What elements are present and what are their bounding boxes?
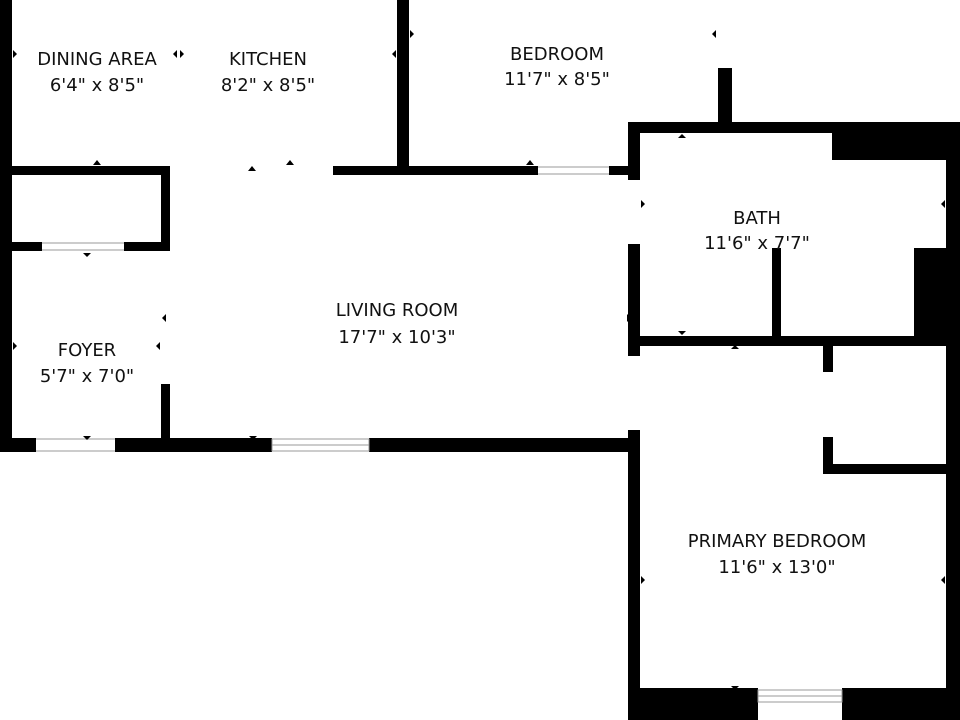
windows: [36, 166, 843, 703]
tick-primary-left: [641, 576, 645, 584]
wall-bottom-middle: [115, 438, 272, 452]
wall-closet-bottom-left: [0, 242, 42, 251]
room-dimensions-kitchen: 8'2" x 8'5": [221, 75, 315, 96]
room-dimensions-bedroom: 11'7" x 8'5": [504, 69, 610, 90]
room-dimensions-foyer: 5'7" x 7'0": [40, 366, 134, 387]
wall-bottom-right: [369, 438, 640, 452]
room-name-living: LIVING ROOM: [336, 300, 458, 321]
room-dimensions-living: 17'7" x 10'3": [338, 327, 455, 348]
tick-bath-right: [941, 200, 945, 208]
tick-closet-bottom: [83, 253, 91, 257]
tick-foyer-bottom: [83, 436, 91, 440]
tick-kitchen-bottom-left: [248, 166, 256, 171]
room-name-primary: PRIMARY BEDROOM: [688, 531, 867, 552]
opening-closet: [42, 242, 124, 251]
wall-dining-bottom: [0, 166, 170, 175]
room-dimensions-bath: 11'6" x 7'7": [704, 233, 810, 254]
tick-primary-right: [941, 576, 945, 584]
wall-primary-closet-bottom: [823, 464, 960, 474]
tick-dining-right: [173, 50, 177, 58]
room-name-foyer: FOYER: [58, 340, 116, 361]
opening-foyer-door: [36, 438, 115, 452]
wall-bottom-left: [0, 438, 36, 452]
wall-bath-corner-block: [832, 122, 960, 160]
tick-kitchen-right: [392, 50, 396, 58]
wall-right-exterior: [946, 122, 960, 720]
opening-bedroom-door: [538, 166, 609, 175]
room-name-bath: BATH: [733, 208, 781, 229]
wall-closet-right: [161, 166, 170, 251]
wall-bedroom-bottom-right: [609, 166, 640, 175]
wall-primary-bottom-left: [628, 688, 758, 720]
wall-primary-closet-left-lower: [823, 437, 833, 474]
tick-foyer-left: [13, 342, 17, 350]
room-dimensions-primary: 11'6" x 13'0": [718, 557, 835, 578]
room-name-kitchen: KITCHEN: [229, 49, 307, 70]
tick-bedroom-bottom: [526, 160, 534, 165]
wall-bath-bottom: [628, 336, 960, 346]
room-dimensions-dining: 6'4" x 8'5": [50, 75, 144, 96]
wall-closet-bottom-right: [124, 242, 170, 251]
wall-kitchen-bedroom: [397, 0, 409, 175]
tick-bedroom-left: [410, 30, 414, 38]
wall-bath-fixture: [914, 248, 960, 337]
tick-living-left: [162, 314, 166, 322]
room-labels: DINING AREA 6'4" x 8'5" KITCHEN 8'2" x 8…: [37, 44, 866, 578]
tick-bath-top: [678, 134, 686, 138]
window-primary-bottom: [757, 689, 843, 703]
wall-bath-divider: [772, 248, 781, 337]
wall-foyer-right-lower: [161, 384, 170, 452]
tick-foyer-right: [156, 342, 160, 350]
dimension-marks: [13, 30, 945, 690]
wall-primary-bottom-right: [842, 688, 960, 720]
wall-bedroom-right: [718, 68, 732, 130]
tick-dining-left: [13, 50, 17, 58]
tick-bath-left: [641, 200, 645, 208]
tick-living-bottom: [249, 436, 257, 440]
wall-left-exterior: [0, 0, 12, 452]
wall-living-bath-middle: [628, 244, 640, 356]
wall-living-bath-upper: [628, 122, 640, 180]
tick-dining-bottom: [93, 160, 101, 165]
room-name-dining: DINING AREA: [37, 49, 157, 70]
wall-bedroom-bottom-left: [333, 166, 538, 175]
tick-bath-bottom: [678, 331, 686, 335]
wall-living-bath-lower: [628, 430, 640, 720]
wall-primary-closet-left-upper: [823, 336, 833, 372]
wall-bath-top: [628, 122, 960, 133]
tick-living-right: [627, 314, 631, 322]
tick-primary-top: [731, 345, 739, 349]
tick-primary-bottom: [731, 686, 739, 690]
room-name-bedroom: BEDROOM: [510, 44, 604, 65]
window-living-bottom: [271, 438, 370, 452]
tick-kitchen-left: [180, 50, 184, 58]
tick-kitchen-bottom-right: [286, 160, 294, 165]
tick-bedroom-right: [712, 30, 716, 38]
